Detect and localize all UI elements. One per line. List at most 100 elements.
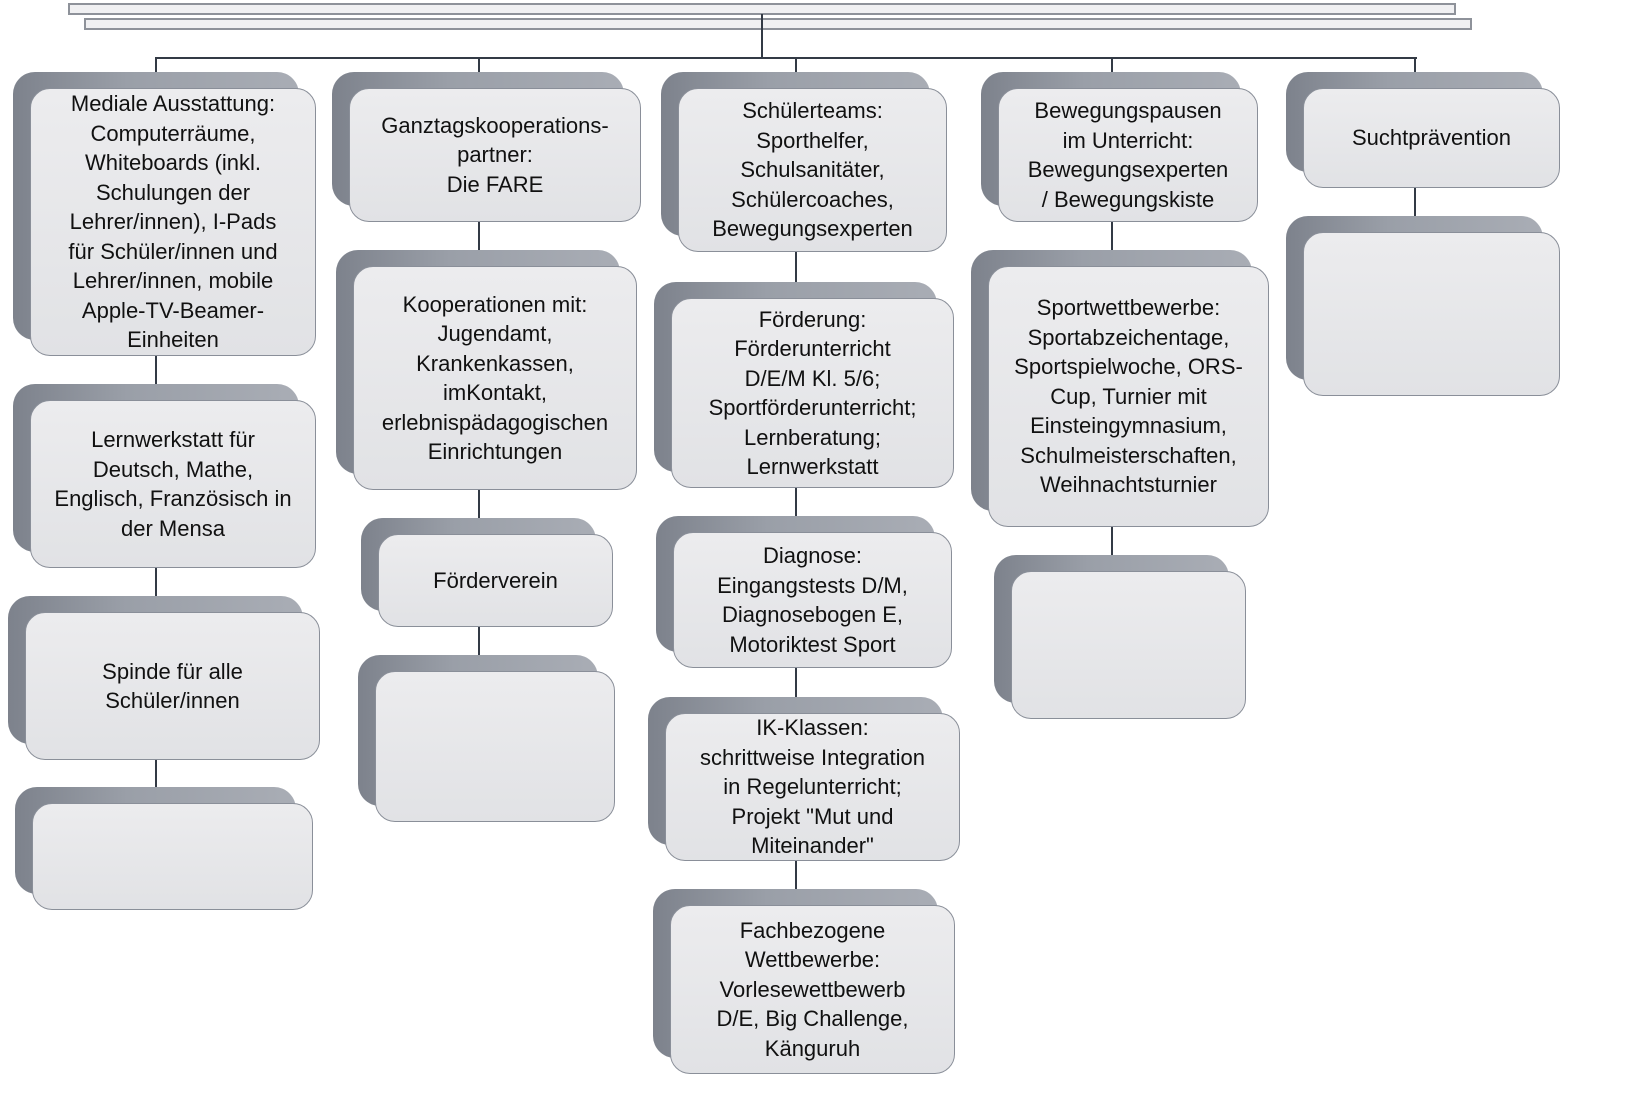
- diagram-node: IK-Klassen: schrittweise Integration in Re…: [665, 713, 960, 861]
- node-text-line: Förderunterricht: [734, 336, 891, 361]
- node-text-line: Computerräume,: [90, 120, 256, 146]
- node-text-line: imKontakt,: [443, 380, 547, 405]
- node-text-line: partner:: [457, 142, 533, 168]
- node-text-line: Einrichtungen: [427, 439, 563, 464]
- node-text-line: Lernwerkstatt für: [91, 427, 255, 452]
- node-text-line: Fachbezogene: [739, 917, 886, 943]
- node-text-line: der Mensa: [121, 515, 225, 541]
- diagram-node: Förderverein: [378, 534, 613, 627]
- node-text-line: Schulmeisterschaften,: [1020, 442, 1237, 468]
- connector-line: [1111, 527, 1113, 555]
- connector-line: [478, 490, 480, 518]
- node-text-line: Mediale Ausstattung:: [70, 91, 276, 117]
- node-text-line: Cup, Turnier mit: [1050, 383, 1207, 409]
- node-text-line: Apple-TV-Beamer-: [81, 297, 265, 323]
- connector-line: [155, 568, 157, 596]
- node-text-line: in Regelunterricht;: [723, 774, 902, 800]
- node-text-line: Spinde für alle: [102, 658, 243, 684]
- node-text-line: Sportwettbewerbe:: [1036, 295, 1221, 321]
- node-text-line: Weihnachtsturnier: [1040, 472, 1217, 498]
- connector-line: [795, 488, 797, 516]
- connector-line: [478, 627, 480, 655]
- node-text-line: Die FARE: [446, 171, 544, 197]
- connector-line: [1111, 58, 1113, 72]
- empty-diagram-node: [1303, 232, 1560, 396]
- node-text-line: Bewegungsexperten: [712, 216, 913, 242]
- empty-diagram-node: [375, 671, 615, 822]
- diagram-node: Suchtprävention: [1303, 88, 1560, 188]
- node-text-line: Jugendamt,: [437, 321, 553, 346]
- node-text-line: Schulsanitäter,: [740, 157, 885, 183]
- node-text-line: Vorlesewettbewerb: [719, 976, 906, 1002]
- diagram-node: Sportwettbewerbe: Sportabzeichentage, Spor…: [988, 266, 1269, 527]
- node-text-line: Whiteboards (inkl.: [84, 150, 262, 176]
- node-text-line: Lehrer/innen), I-Pads: [69, 209, 277, 235]
- node-text-line: Suchtprävention: [1352, 125, 1511, 151]
- node-text-line: Bewegungspausen: [1034, 98, 1222, 123]
- node-text-line: Schüler/innen: [105, 688, 240, 713]
- connector-line: [1111, 222, 1113, 250]
- node-text-line: Schülercoaches,: [731, 186, 894, 212]
- node-text-line: Förderverein: [433, 567, 558, 593]
- diagram-node: Schülerteams: Sporthelfer, Schulsanitäter,…: [678, 88, 947, 252]
- connector-line: [1414, 188, 1416, 216]
- empty-diagram-node: [32, 803, 313, 910]
- node-text-line: Kooperationen mit:: [402, 291, 588, 317]
- connector-line: [478, 58, 480, 72]
- node-text-line: Miteinander": [751, 833, 874, 859]
- connector-line: [795, 58, 797, 72]
- node-text-line: im Unterricht:: [1062, 127, 1194, 153]
- node-text-line: D/E/M Kl. 5/6;: [744, 365, 881, 391]
- node-text-line: Einheiten: [127, 327, 219, 353]
- diagram-node: Bewegungspausen im Unterricht: Bewegungsex…: [998, 88, 1258, 222]
- connector-line: [155, 58, 157, 72]
- node-text-line: Krankenkassen,: [416, 350, 574, 376]
- connector-line: [1414, 58, 1416, 72]
- connector-line: [795, 668, 797, 697]
- node-text-line: Sportförderunterricht;: [708, 395, 917, 420]
- root-node-bar: [84, 18, 1472, 30]
- node-text-line: Einsteingymnasium,: [1030, 413, 1227, 439]
- diagram-node: Diagnose: Eingangstests D/M, Diagnosebogen…: [673, 532, 952, 668]
- node-text-line: Wettbewerbe:: [744, 947, 881, 973]
- node-text-line: Sportspielwoche, ORS-: [1014, 354, 1243, 380]
- root-connector: [761, 14, 763, 59]
- connector-line: [795, 252, 797, 282]
- node-text-line: Lernberatung;: [744, 424, 881, 450]
- diagram-node: Kooperationen mit: Jugendamt, Krankenkasse…: [353, 266, 637, 490]
- node-text-line: Englisch, Französisch in: [54, 486, 292, 511]
- node-text-line: Bewegungsexperten: [1027, 157, 1229, 182]
- branch-connector: [155, 57, 1417, 59]
- node-text-line: Ganztagskooperations-: [381, 112, 609, 138]
- node-text-line: Diagnose:: [762, 543, 863, 568]
- node-text-line: schrittweise Integration: [700, 744, 925, 770]
- node-text-line: / Bewegungskiste: [1041, 186, 1215, 212]
- connector-line: [155, 356, 157, 384]
- node-text-line: Eingangstests D/M,: [717, 572, 908, 598]
- node-text-line: D/E, Big Challenge,: [716, 1006, 909, 1032]
- diagram-node: Ganztagskooperations-partner: Die FARE: [349, 88, 641, 222]
- node-text-line: Deutsch, Mathe,: [92, 456, 254, 482]
- node-text-line: Sportabzeichentage,: [1027, 324, 1230, 350]
- node-text-line: erlebnispädagogischen: [381, 409, 609, 435]
- empty-diagram-node: [1011, 571, 1246, 719]
- connector-line: [795, 861, 797, 889]
- diagram-node: Mediale Ausstattung: Computerräume, Whiteb…: [30, 88, 316, 356]
- node-text-line: Lernwerkstatt: [746, 454, 879, 479]
- node-text-line: IK-Klassen:: [756, 715, 869, 741]
- node-text-line: Diagnosebogen E,: [721, 602, 904, 627]
- node-text-line: Känguruh: [764, 1035, 861, 1061]
- node-text-line: für Schüler/innen und: [68, 238, 278, 264]
- node-text-line: Lehrer/innen, mobile: [72, 268, 274, 294]
- node-text-line: Schulungen der: [95, 179, 251, 205]
- node-text-line: Motoriktest Sport: [729, 631, 896, 657]
- connector-line: [478, 222, 480, 250]
- node-text-line: Schülerteams:: [742, 98, 883, 124]
- node-text-line: Sporthelfer,: [756, 127, 869, 153]
- connector-line: [155, 760, 157, 787]
- node-text-line: Förderung:: [758, 306, 867, 332]
